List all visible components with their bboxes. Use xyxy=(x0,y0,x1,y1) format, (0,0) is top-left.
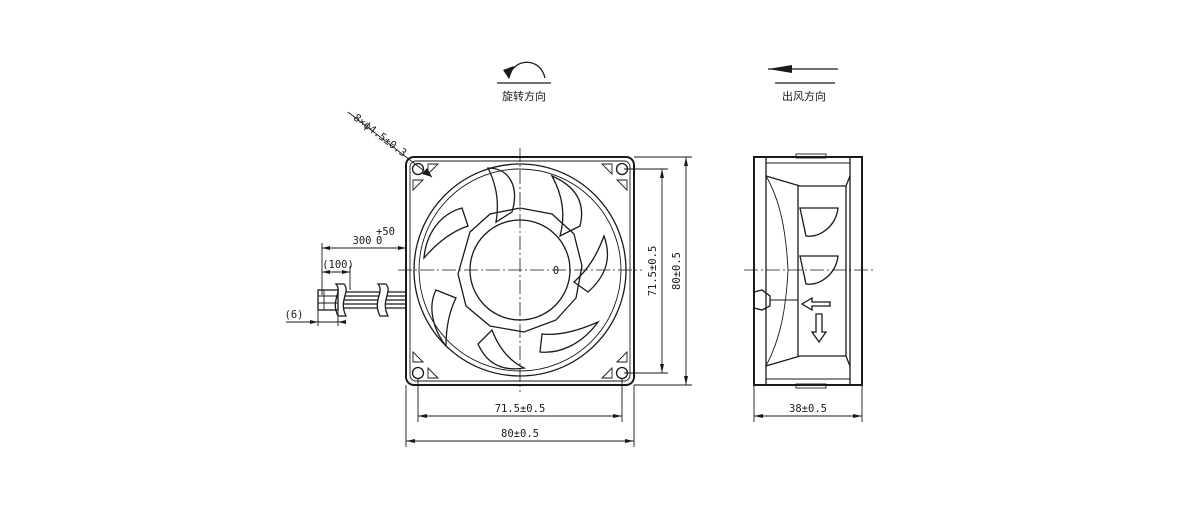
strip-length-dim: (100) xyxy=(322,259,354,271)
connector-length-dim: (6) xyxy=(285,309,304,321)
cable-length-upper-tol: +50 xyxy=(376,226,395,238)
fan-blades xyxy=(423,167,609,370)
hub-marking: 0 xyxy=(553,265,559,277)
front-dimensions: 8×ϕ4.5±0.3 300 +50 0 (100) (6) 71.5±0.5 xyxy=(285,111,692,447)
blade-profile xyxy=(799,207,839,237)
frame-height-dim: 80±0.5 xyxy=(671,252,683,290)
fan-side-view: 38±0.5 xyxy=(744,153,876,422)
cable-length-lower-tol: 0 xyxy=(376,235,382,247)
cable-break-mark xyxy=(334,283,348,317)
frame-depth-dim: 38±0.5 xyxy=(789,403,827,415)
cable-length-dim: 300 xyxy=(353,235,372,247)
wire-exit xyxy=(753,289,771,311)
side-frame-outline xyxy=(753,156,863,386)
rotation-direction-label: 旋转方向 xyxy=(502,89,546,103)
hole-spacing-horizontal-dim: 71.5±0.5 xyxy=(495,403,546,415)
airflow-direction-label: 出风方向 xyxy=(782,89,826,103)
rotation-embossed-arrow-icon xyxy=(810,313,828,344)
blade-profile xyxy=(799,255,839,285)
hub-outline xyxy=(457,207,583,333)
airflow-direction-legend: 出风方向 xyxy=(768,65,838,103)
mount-hole-callout: 8×ϕ4.5±0.3 xyxy=(351,112,409,160)
fan-front-view: 0 xyxy=(398,148,642,392)
hole-callout-leader xyxy=(347,111,433,178)
cable-break-mark xyxy=(376,283,390,317)
airflow-embossed-arrow-icon xyxy=(800,296,831,312)
rotation-direction-legend: 旋转方向 xyxy=(497,61,551,103)
connector-housing xyxy=(317,289,339,311)
hole-spacing-vertical-dim: 71.5±0.5 xyxy=(647,246,659,297)
rotation-arrow-icon xyxy=(508,61,546,79)
lead-wire xyxy=(317,283,406,317)
frame-width-dim: 80±0.5 xyxy=(501,428,539,440)
